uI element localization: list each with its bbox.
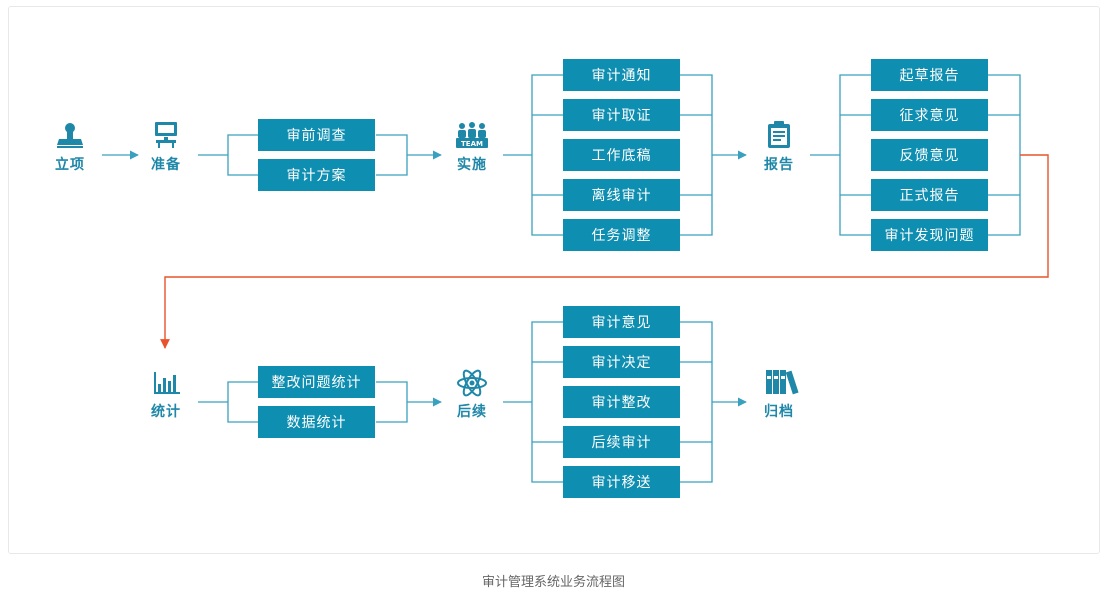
clipboard-report-icon [768, 121, 790, 148]
box-label: 审计决定 [592, 355, 652, 371]
box-label: 审计通知 [592, 67, 652, 84]
bar-chart-icon [154, 372, 180, 394]
box-label: 整改问题统计 [272, 375, 362, 391]
bracket-right [680, 321, 713, 483]
bracket-right [376, 134, 408, 176]
box-label: 任务调整 [592, 228, 652, 244]
box-follow-2[interactable]: 审计决定 [563, 346, 680, 378]
box-label: 起草报告 [900, 68, 960, 84]
node-lixiang: 立项 [55, 123, 85, 173]
node-tongji: 统计 [151, 372, 181, 420]
stamp-icon [57, 123, 83, 148]
box-report-3[interactable]: 反馈意见 [871, 139, 988, 171]
bracket-right [680, 74, 713, 236]
bracket-right [988, 74, 1021, 236]
node-label-shishi: 实施 [457, 156, 487, 173]
bracket-left [531, 74, 563, 236]
node-zhunbei: 准备 [151, 122, 181, 173]
team-icon: TEAM [456, 122, 488, 148]
computer-desk-icon [155, 122, 177, 148]
wrap-connector-arrow [160, 154, 1049, 349]
node-label-baogao: 报告 [764, 156, 794, 173]
box-label: 反馈意见 [900, 147, 960, 164]
box-impl-5[interactable]: 任务调整 [563, 219, 680, 251]
bracket-right [376, 381, 408, 423]
node-label-lixiang: 立项 [55, 156, 85, 173]
node-houxu: 后续 [457, 369, 487, 420]
bracket-left [227, 381, 258, 423]
node-label-zhunbei: 准备 [151, 156, 181, 173]
box-label: 数据统计 [287, 415, 347, 431]
box-follow-3[interactable]: 审计整改 [563, 386, 680, 418]
box-label: 正式报告 [900, 188, 960, 204]
box-label: 审计方案 [287, 167, 347, 184]
atom-icon [457, 369, 487, 397]
box-report-2[interactable]: 征求意见 [871, 99, 988, 131]
box-stat-1[interactable]: 整改问题统计 [258, 366, 375, 398]
box-stat-2[interactable]: 数据统计 [258, 406, 375, 438]
box-follow-4[interactable]: 后续审计 [563, 426, 680, 458]
box-label: 审前调查 [287, 127, 347, 144]
box-prep-2[interactable]: 审计方案 [258, 159, 375, 191]
node-baogao: 报告 [764, 121, 794, 173]
box-label: 审计发现问题 [885, 228, 975, 244]
node-guidang: 归档 [764, 370, 799, 420]
node-label-houxu: 后续 [457, 403, 487, 420]
box-impl-3[interactable]: 工作底稿 [563, 139, 680, 171]
box-report-4[interactable]: 正式报告 [871, 179, 988, 211]
box-report-5[interactable]: 审计发现问题 [871, 219, 988, 251]
box-impl-2[interactable]: 审计取证 [563, 99, 680, 131]
bracket-left [531, 321, 563, 483]
bracket-left [227, 134, 258, 176]
box-label: 审计取证 [592, 108, 652, 124]
box-label: 审计整改 [592, 395, 652, 411]
binders-icon [766, 370, 799, 395]
box-impl-4[interactable]: 离线审计 [563, 179, 680, 211]
box-follow-5[interactable]: 审计移送 [563, 466, 680, 498]
box-label: 离线审计 [592, 187, 652, 204]
box-label: 审计意见 [592, 314, 652, 331]
bracket-left [839, 74, 871, 236]
audit-flow-diagram: 立项 准备 审前调查 审计方案 [55, 59, 1049, 498]
box-impl-1[interactable]: 审计通知 [563, 59, 680, 91]
node-label-guidang: 归档 [764, 403, 794, 420]
diagram-frame [8, 6, 1100, 554]
box-label: 后续审计 [592, 434, 652, 451]
box-label: 审计移送 [592, 475, 652, 491]
box-report-1[interactable]: 起草报告 [871, 59, 988, 91]
box-follow-1[interactable]: 审计意见 [563, 306, 680, 338]
node-label-tongji: 统计 [151, 403, 181, 420]
box-prep-1[interactable]: 审前调查 [258, 119, 375, 151]
box-label: 征求意见 [900, 107, 960, 124]
diagram-caption: 审计管理系统业务流程图 [481, 575, 625, 590]
team-label: TEAM [461, 140, 483, 148]
node-shishi: TEAM 实施 [456, 122, 488, 173]
box-label: 工作底稿 [592, 148, 652, 164]
